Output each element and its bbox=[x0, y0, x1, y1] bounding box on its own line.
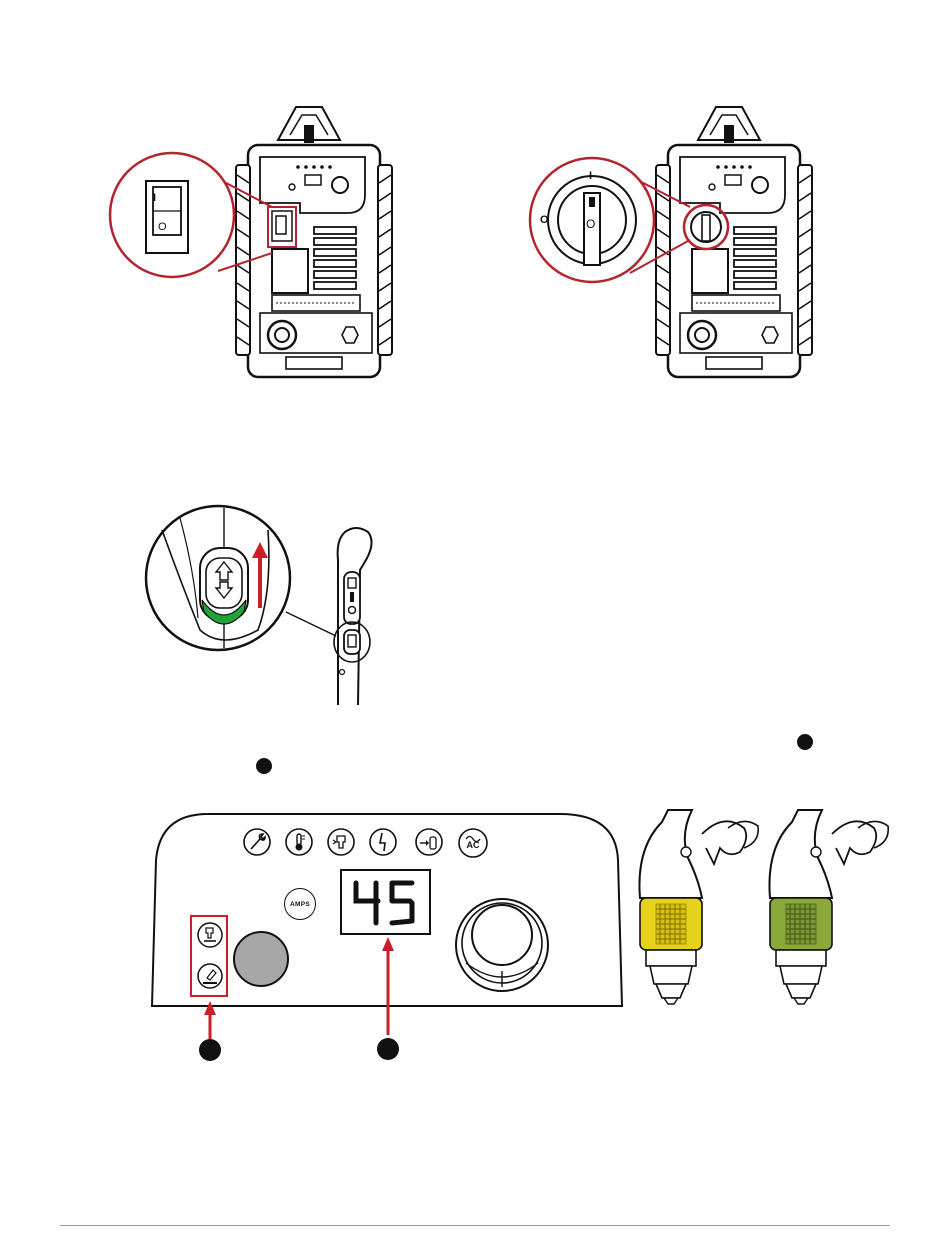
callout-bullet-dot bbox=[256, 758, 272, 774]
amps-button[interactable]: AMPS bbox=[284, 888, 316, 920]
amps-label: AMPS bbox=[290, 901, 310, 908]
rotary-off-mark: O bbox=[540, 214, 549, 226]
amperage-display bbox=[340, 869, 431, 935]
cartridge-figure-yellow bbox=[632, 808, 762, 1008]
power-supply-rotary-figure bbox=[520, 95, 820, 385]
ac-label: AC bbox=[457, 840, 489, 850]
torch-trigger-figure bbox=[140, 500, 380, 710]
callout-arrows bbox=[190, 935, 410, 1065]
footer-divider bbox=[60, 1225, 890, 1226]
rocker-off-mark: O bbox=[158, 221, 167, 233]
rotary-on-mark: I bbox=[589, 170, 592, 182]
rotary-inner-off-mark: O bbox=[586, 217, 595, 231]
gas-pressure-icon bbox=[414, 827, 444, 857]
power-supply-rocker-figure bbox=[100, 95, 400, 385]
rocker-on-mark: I bbox=[153, 192, 156, 204]
callout-dot-right bbox=[377, 1038, 399, 1060]
amperage-knob[interactable] bbox=[452, 895, 552, 995]
callout-bullet-dot bbox=[797, 734, 813, 750]
callout-dot-left bbox=[199, 1039, 221, 1061]
power-fault-icon bbox=[368, 827, 398, 857]
display-digits bbox=[342, 871, 429, 933]
consumable-icon bbox=[326, 827, 356, 857]
cartridge-figure-green bbox=[762, 808, 892, 1008]
thermometer-icon bbox=[284, 827, 314, 857]
wrench-icon bbox=[242, 827, 272, 857]
